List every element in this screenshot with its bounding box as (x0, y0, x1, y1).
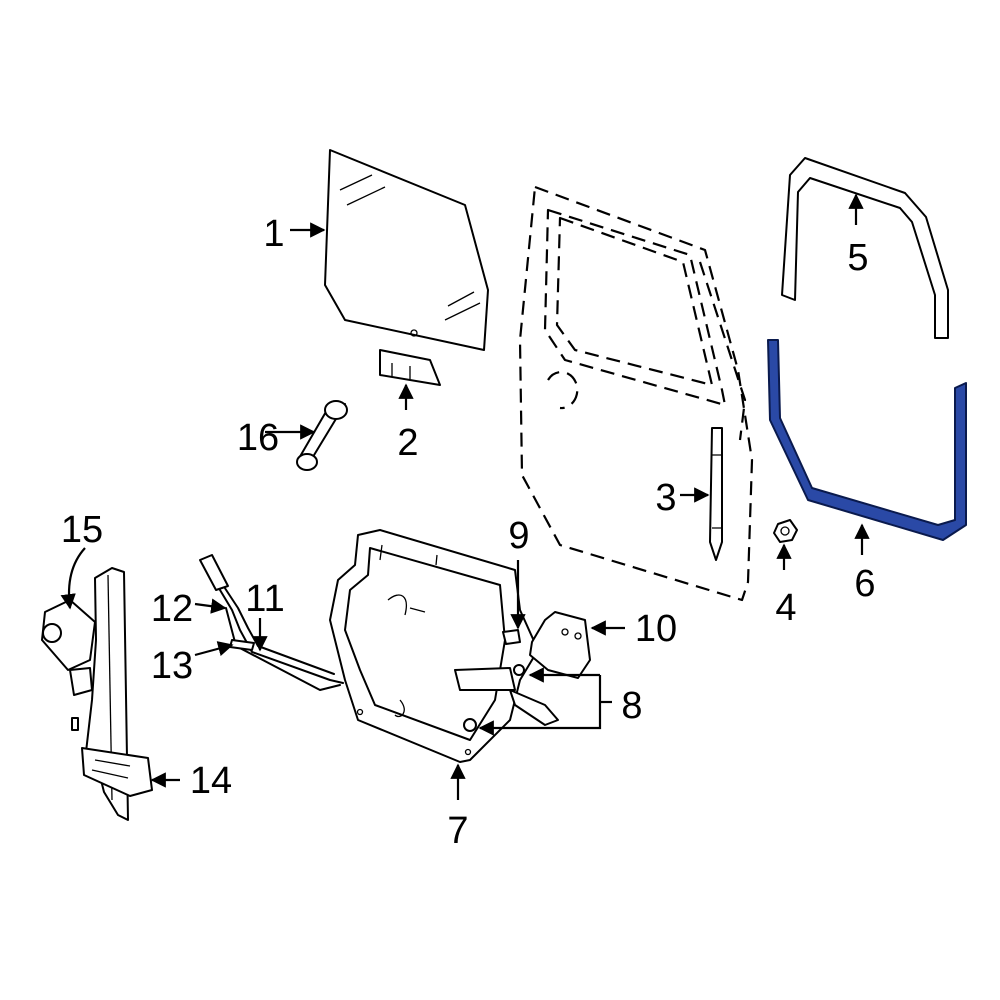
cable-rod-assembly[interactable] (199, 554, 344, 691)
nut-part[interactable] (773, 519, 798, 543)
door-shell-outline (518, 185, 754, 602)
callout-14[interactable]: 14 (190, 760, 232, 802)
upper-weatherstrip-part[interactable] (781, 157, 949, 339)
door-check-part[interactable] (709, 427, 723, 561)
callout-labels: 1 2 3 4 5 6 7 8 9 10 11 12 13 14 15 16 (61, 213, 876, 852)
door-seal-highlighted-part[interactable] (767, 339, 967, 541)
clip-part[interactable] (502, 629, 521, 645)
window-regulator-part[interactable] (71, 567, 153, 821)
callout-12[interactable]: 12 (151, 588, 193, 630)
regulator-motor-part[interactable] (41, 599, 96, 696)
callout-7[interactable]: 7 (447, 810, 468, 852)
door-inner-panel-part[interactable] (329, 529, 539, 763)
callout-9[interactable]: 9 (508, 515, 529, 557)
glass-bracket-part[interactable] (379, 349, 441, 386)
callout-13[interactable]: 13 (151, 645, 193, 687)
latch-assembly-part[interactable] (454, 664, 559, 732)
callout-11[interactable]: 11 (245, 578, 284, 620)
callout-1[interactable]: 1 (263, 213, 284, 255)
callout-16[interactable]: 16 (237, 417, 279, 459)
callout-10[interactable]: 10 (635, 608, 677, 650)
callout-15[interactable]: 15 (61, 509, 103, 551)
callout-6[interactable]: 6 (854, 563, 875, 605)
callout-4[interactable]: 4 (775, 587, 796, 629)
callout-5[interactable]: 5 (847, 237, 868, 279)
callout-2[interactable]: 2 (397, 422, 418, 464)
leader-lines (60, 193, 870, 800)
window-crank-part[interactable] (296, 400, 348, 471)
door-glass-part[interactable] (324, 149, 489, 351)
callout-3[interactable]: 3 (655, 477, 676, 519)
latch-bracket-part[interactable] (529, 611, 591, 679)
callout-8[interactable]: 8 (621, 685, 642, 727)
